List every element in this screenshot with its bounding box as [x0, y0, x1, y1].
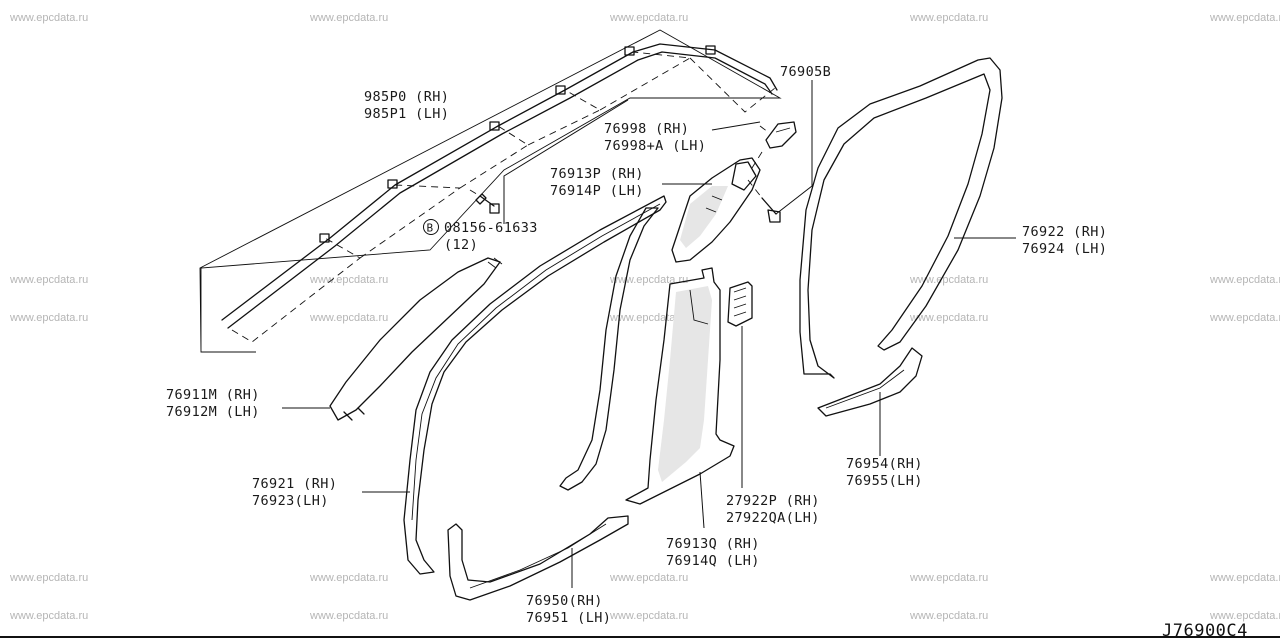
label-985P0: 985P0 (RH) [364, 89, 449, 105]
watermark-text: www.epcdata.ru [9, 12, 88, 24]
callout-labels: 985P0 (RH) 985P1 (LH) 76905B 76998 (RH) … [166, 64, 1248, 640]
bolt-symbol-letter: B [427, 222, 434, 235]
watermark-text: www.epcdata.ru [309, 274, 388, 286]
label-76913P: 76913P (RH) [550, 166, 644, 182]
label-76955: 76955(LH) [846, 473, 923, 489]
rear-kick-plate-76954[interactable] [817, 347, 923, 417]
airbag-rail-outer [221, 43, 778, 321]
watermark-text: www.epcdata.ru [1209, 12, 1280, 24]
label-985P1: 985P1 (LH) [364, 106, 449, 122]
label-76950: 76950(RH) [526, 593, 603, 609]
watermark-text: www.epcdata.ru [609, 312, 688, 324]
watermark-text: www.epcdata.ru [9, 312, 88, 324]
watermark-text: www.epcdata.ru [309, 12, 388, 24]
watermark-text: www.epcdata.ru [909, 312, 988, 324]
watermark-text: www.epcdata.ru [1209, 610, 1280, 622]
watermarks: www.epcdata.ru www.epcdata.ru www.epcdata.… [9, 12, 1280, 622]
watermark-text: www.epcdata.ru [309, 610, 388, 622]
label-76923: 76923(LH) [252, 493, 329, 509]
rear-weatherstrip-76922[interactable] [799, 57, 1003, 379]
watermark-text: www.epcdata.ru [1209, 274, 1280, 286]
roof-airbag-module[interactable] [199, 29, 782, 353]
label-27922QA: 27922QA(LH) [726, 510, 820, 526]
airbag-mount-clips [319, 45, 716, 243]
label-76905B: 76905B [780, 64, 831, 80]
front-kick-plate-76950[interactable] [447, 515, 629, 601]
label-76998: 76998 (RH) [604, 121, 689, 137]
upper-pillar-garnish-76913P[interactable] [671, 157, 761, 263]
label-76912M: 76912M (LH) [166, 404, 260, 420]
label-76954: 76954(RH) [846, 456, 923, 472]
bolt-callout-symbol: B [423, 219, 439, 235]
watermark-text: www.epcdata.ru [609, 572, 688, 584]
leader-lines [282, 80, 1016, 588]
watermark-text: www.epcdata.ru [309, 572, 388, 584]
label-08156-qty: (12) [444, 237, 478, 253]
watermark-text: www.epcdata.ru [909, 274, 988, 286]
label-76951: 76951 (LH) [526, 610, 611, 626]
front-post-weatherstrip [559, 207, 659, 491]
label-76998A: 76998+A (LH) [604, 138, 706, 154]
airbag-rail-inner [227, 51, 773, 329]
label-76924: 76924 (LH) [1022, 241, 1107, 257]
clip-76998[interactable] [751, 121, 797, 169]
watermark-text: www.epcdata.ru [609, 274, 688, 286]
watermark-text: www.epcdata.ru [9, 610, 88, 622]
bolt-76905B-icon [747, 179, 781, 223]
label-08156: 08156-61633 [444, 220, 538, 236]
label-76914P: 76914P (LH) [550, 183, 644, 199]
watermark-text: www.epcdata.ru [909, 572, 988, 584]
watermark-text: www.epcdata.ru [309, 312, 388, 324]
label-76913Q: 76913Q (RH) [666, 536, 760, 552]
label-76914Q: 76914Q (LH) [666, 553, 760, 569]
watermark-text: www.epcdata.ru [1209, 572, 1280, 584]
front-weatherstrip-76921[interactable] [403, 195, 667, 575]
garnish-clip-27922P[interactable] [727, 281, 753, 327]
watermark-text: www.epcdata.ru [9, 572, 88, 584]
label-27922P: 27922P (RH) [726, 493, 820, 509]
label-76921: 76921 (RH) [252, 476, 337, 492]
center-pillar-lower-garnish-76913Q[interactable] [625, 267, 735, 505]
airbag-bounding-outline [199, 29, 782, 353]
a-pillar-garnish-76911M[interactable] [329, 257, 503, 421]
label-76922: 76922 (RH) [1022, 224, 1107, 240]
watermark-text: www.epcdata.ru [909, 12, 988, 24]
watermark-text: www.epcdata.ru [909, 610, 988, 622]
diagram-code: J76900C4 [1162, 621, 1248, 640]
airbag-bolt-icon [469, 189, 500, 214]
watermark-text: www.epcdata.ru [1209, 312, 1280, 324]
watermark-text: www.epcdata.ru [9, 274, 88, 286]
airbag-dashed-outline [231, 51, 776, 343]
label-76911M: 76911M (RH) [166, 387, 260, 403]
watermark-text: www.epcdata.ru [609, 610, 688, 622]
watermark-text: www.epcdata.ru [609, 12, 688, 24]
